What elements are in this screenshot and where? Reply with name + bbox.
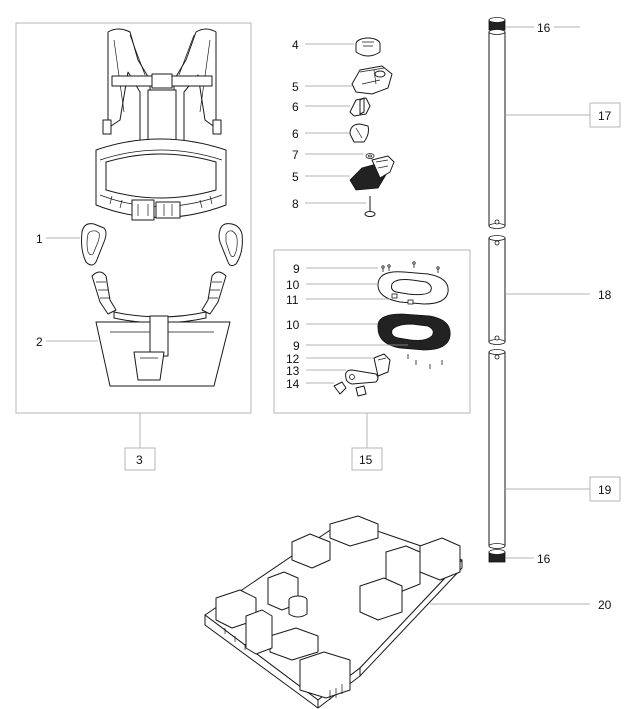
leader-lines [46,26,590,605]
screws-part-9-lower [407,354,443,369]
callout-9-upper: 9 [293,262,300,276]
carabiner-left [81,223,107,266]
callout-16-top: 16 [537,21,551,35]
clip-part-6-lower [349,123,369,143]
end-cap-part-16-bottom [488,549,506,563]
callout-6-upper: 6 [292,100,299,114]
callout-8: 8 [292,197,299,211]
callout-5-top: 5 [292,80,299,94]
callout-6-lower: 6 [292,127,299,141]
tool-belt [91,271,231,387]
callout-12: 12 [286,352,300,366]
callout-5-bottom: 5 [292,170,299,184]
callout-1: 1 [36,232,43,246]
latch-part-13 [345,369,379,385]
callout-box-17 [589,102,621,128]
foam-insert-part-20 [204,515,463,709]
nut-part-11 [391,293,414,305]
clamp-part-5-top [351,65,393,95]
base-assembly-frame [273,249,471,471]
pole-part-17 [488,29,506,229]
callout-4: 4 [292,38,299,52]
callout-16-bottom: 16 [537,552,551,566]
callout-2: 2 [36,335,43,349]
callout-17: 17 [598,109,612,123]
screws-part-9-upper [381,261,440,273]
callout-19: 19 [598,483,612,497]
harness-assembly-frame [15,22,252,471]
knob-part-4 [355,37,381,57]
washer-part-7 [365,153,375,159]
callout-11: 11 [286,293,299,307]
callout-10-upper: 10 [286,278,300,292]
clip-part-6-upper [349,97,371,117]
carabiner-right [218,223,243,267]
pole-part-19 [488,349,506,549]
clamp-part-5-bottom [349,155,395,191]
harness-vest [95,28,227,221]
callout-15: 15 [359,453,373,467]
callout-3: 3 [136,453,143,467]
pole-part-18 [488,235,506,345]
callout-9-lower: 9 [293,339,300,353]
callout-10-lower: 10 [286,318,300,332]
end-cap-part-16-top [488,17,506,31]
ring-base-part-10-lower [377,313,451,351]
callout-7: 7 [292,148,299,162]
callout-18: 18 [598,288,612,302]
callout-box-19 [589,476,621,502]
callout-14: 14 [286,377,300,391]
callout-20: 20 [598,598,612,612]
callout-13: 13 [286,364,300,378]
clip-part-14 [333,381,367,397]
bolt-part-8 [364,196,376,217]
bracket-part-12 [373,353,391,377]
